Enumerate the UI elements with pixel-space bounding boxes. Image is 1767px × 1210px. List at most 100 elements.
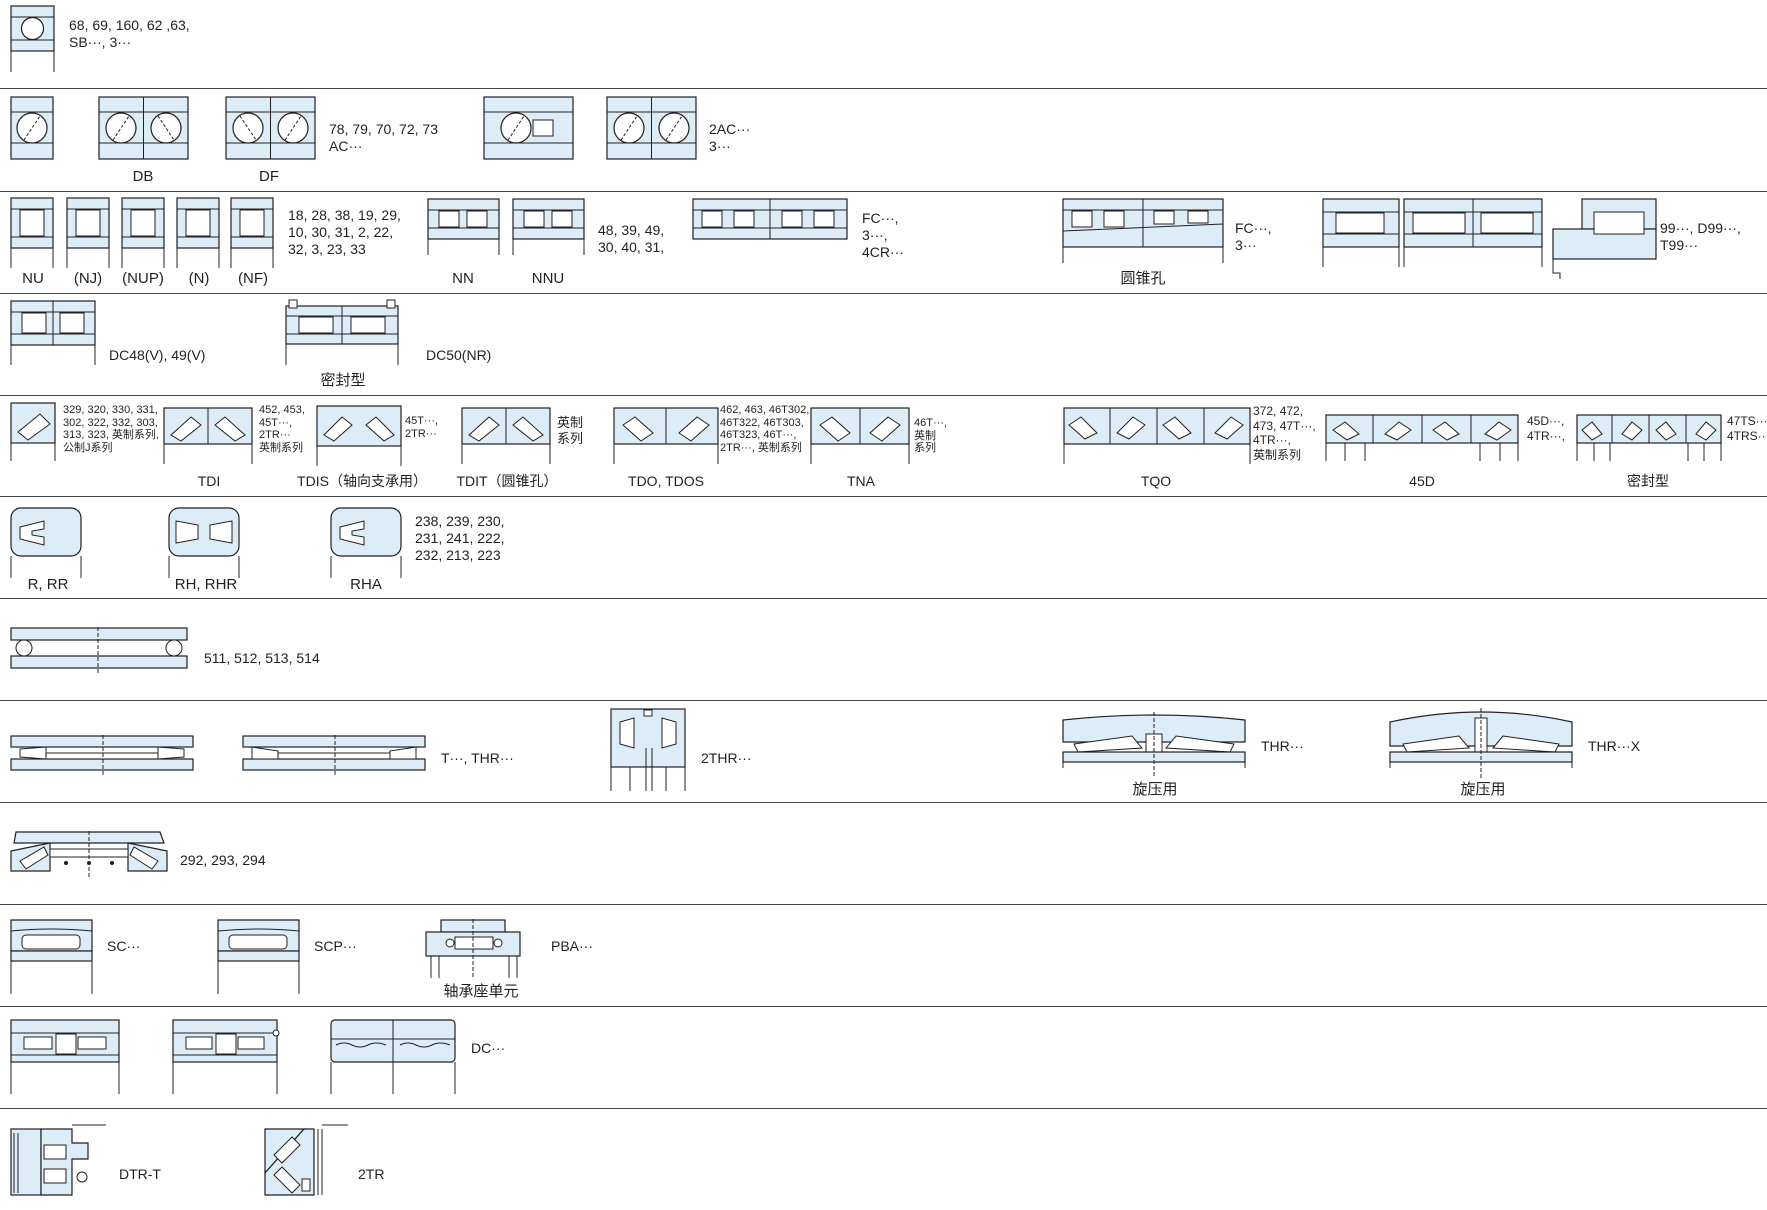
tapered-sealed-icon bbox=[1576, 414, 1722, 461]
dtr-t-codes: DTR-T bbox=[119, 1166, 161, 1182]
thrust-roller-t-codes: T···, THR··· bbox=[441, 750, 514, 766]
cylindrical-99-icon-1 bbox=[1322, 198, 1400, 267]
cylindrical-roller-n-icon bbox=[176, 197, 220, 268]
tapered-tdit-icon bbox=[461, 407, 551, 464]
dtr-t-bearing-icon bbox=[10, 1124, 106, 1196]
caption-db: DB bbox=[132, 168, 154, 185]
thrust-ball-codes: 511, 512, 513, 514 bbox=[204, 650, 320, 666]
row-separator bbox=[0, 88, 1767, 89]
cylindrical-roller-nn-icon bbox=[427, 198, 500, 255]
spherical-thrust-icon bbox=[10, 831, 168, 877]
angular-contact-codes: 78, 79, 70, 72, 73 AC··· bbox=[329, 121, 438, 155]
pba-codes: PBA··· bbox=[551, 938, 593, 954]
caption-45d: 45D bbox=[1409, 473, 1435, 489]
scp-codes: SCP··· bbox=[314, 938, 357, 954]
cylindrical-99-codes: 99···, D99···, T99··· bbox=[1660, 220, 1741, 254]
spherical-roller-r-icon bbox=[10, 507, 82, 578]
caption-nu: NU bbox=[22, 270, 44, 287]
tapered-tdo-icon bbox=[613, 407, 719, 464]
double-row-icon-1 bbox=[10, 1019, 120, 1094]
thrust-roller-icon-2 bbox=[242, 735, 426, 775]
full-complement-dc48-codes: DC48(V), 49(V) bbox=[109, 347, 206, 363]
row-separator bbox=[0, 598, 1767, 599]
cylindrical-roller-nj-icon bbox=[66, 197, 110, 268]
spherical-thrust-codes: 292, 293, 294 bbox=[180, 852, 266, 868]
thrust-roller-icon-1 bbox=[10, 735, 194, 775]
row-separator bbox=[0, 1006, 1767, 1007]
tapered-tqo-icon bbox=[1063, 407, 1251, 464]
cylindrical-roller-nnu-icon bbox=[512, 198, 585, 255]
row-separator bbox=[0, 1108, 1767, 1109]
caption-spinning-1: 旋压用 bbox=[1132, 781, 1178, 798]
row-separator bbox=[0, 496, 1767, 497]
tapered-tdit-codes: 英制 系列 bbox=[557, 415, 584, 446]
four-row-cylindrical-icon bbox=[692, 198, 848, 240]
thrust-roller-2thr-icon bbox=[610, 708, 686, 791]
cylindrical-nn-codes: 48, 39, 49, 30, 40, 31, bbox=[598, 222, 665, 256]
caption-n: (N) bbox=[188, 270, 210, 287]
double-row-icon-3 bbox=[330, 1019, 456, 1094]
2tr-bearing-icon bbox=[264, 1124, 348, 1196]
caption-tdi: TDI bbox=[197, 473, 221, 489]
tapered-tna-codes: 46T···, 英制 系列 bbox=[914, 417, 947, 455]
full-complement-dc50-codes: DC50(NR) bbox=[426, 347, 492, 363]
caption-tqo: TQO bbox=[1140, 473, 1172, 489]
angular-contact-pair-icon bbox=[606, 96, 697, 160]
tapered-tqo-codes: 372, 472, 473, 47T···, 4TR···, 英制系列 bbox=[1253, 404, 1316, 462]
thrust-roller-2thr-codes: 2THR··· bbox=[701, 750, 752, 766]
row-separator bbox=[0, 904, 1767, 905]
caption-nf: (NF) bbox=[238, 270, 268, 287]
caption-bearing-unit: 轴承座单元 bbox=[443, 983, 519, 1000]
thrust-ball-icon bbox=[10, 627, 188, 673]
caption-tdit: TDIT（圆锥孔） bbox=[456, 473, 558, 489]
caption-tna: TNA bbox=[847, 473, 875, 489]
row-separator bbox=[0, 293, 1767, 294]
full-complement-sealed-icon bbox=[285, 299, 399, 365]
tapered-tna-icon bbox=[810, 407, 910, 464]
full-complement-dc48-icon bbox=[10, 300, 96, 365]
thrust-roller-spinning-icon-1 bbox=[1062, 712, 1246, 778]
caption-tdo: TDO, TDOS bbox=[628, 473, 704, 489]
caption-df: DF bbox=[259, 168, 279, 185]
tapered-tdis-codes: 45T···, 2TR··· bbox=[405, 415, 438, 440]
spherical-roller-rha-icon bbox=[330, 507, 402, 578]
caption-tdis: TDIS（轴向支承用） bbox=[297, 473, 427, 489]
cylindrical-99-icon-3 bbox=[1552, 198, 1657, 279]
thrust-roller-thr-codes: THR··· bbox=[1261, 738, 1304, 754]
tapered-tdi-codes: 452, 453, 45T···, 2TR··· 英制系列 bbox=[259, 404, 305, 454]
caption-nj: (NJ) bbox=[73, 270, 103, 287]
thrust-roller-spinning-icon-2 bbox=[1389, 708, 1573, 778]
double-row-dc-codes: DC··· bbox=[471, 1040, 506, 1056]
row-separator bbox=[0, 191, 1767, 192]
scp-bearing-icon bbox=[217, 919, 300, 994]
sc-codes: SC··· bbox=[107, 938, 141, 954]
caption-rha: RHA bbox=[350, 576, 382, 593]
four-row-fc-codes: FC···, 3···, 4CR··· bbox=[862, 210, 904, 261]
thrust-roller-thrx-codes: THR···X bbox=[1588, 738, 1641, 754]
four-row-fc-codes-2: FC···, 3··· bbox=[1235, 220, 1272, 254]
spherical-roller-rh-icon bbox=[168, 507, 240, 578]
tapered-tdo-codes: 462, 463, 46T302, 46T322, 46T303, 46T323… bbox=[720, 404, 810, 454]
tapered-45d-icon bbox=[1325, 414, 1519, 461]
cylindrical-roller-nup-icon bbox=[121, 197, 165, 268]
row-separator bbox=[0, 395, 1767, 396]
tapered-single-codes: 329, 320, 330, 331, 302, 322, 332, 303, … bbox=[63, 404, 159, 454]
angular-contact-single-icon bbox=[10, 96, 54, 160]
four-point-contact-icon bbox=[483, 96, 574, 160]
angular-contact-df-icon bbox=[225, 96, 316, 160]
caption-tapered-sealed: 密封型 bbox=[1627, 473, 1669, 489]
caption-nn: NN bbox=[452, 270, 474, 287]
2tr-codes: 2TR bbox=[358, 1166, 385, 1182]
caption-nnu: NNU bbox=[531, 270, 565, 287]
pba-unit-icon bbox=[425, 919, 521, 979]
caption-r-rr: R, RR bbox=[27, 576, 69, 593]
double-row-icon-2 bbox=[172, 1019, 280, 1094]
sc-bearing-icon bbox=[10, 919, 93, 994]
deep-groove-codes: 68, 69, 160, 62 ,63, SB···, 3··· bbox=[69, 17, 190, 51]
row-separator bbox=[0, 700, 1767, 701]
cylindrical-codes: 18, 28, 38, 19, 29, 10, 30, 31, 2, 22, 3… bbox=[288, 207, 401, 258]
caption-spinning-2: 旋压用 bbox=[1460, 781, 1506, 798]
tapered-sealed-codes: 47TS··· 4TRS··· bbox=[1727, 414, 1767, 443]
angular-contact-db-icon bbox=[98, 96, 189, 160]
caption-nup: (NUP) bbox=[122, 270, 164, 287]
